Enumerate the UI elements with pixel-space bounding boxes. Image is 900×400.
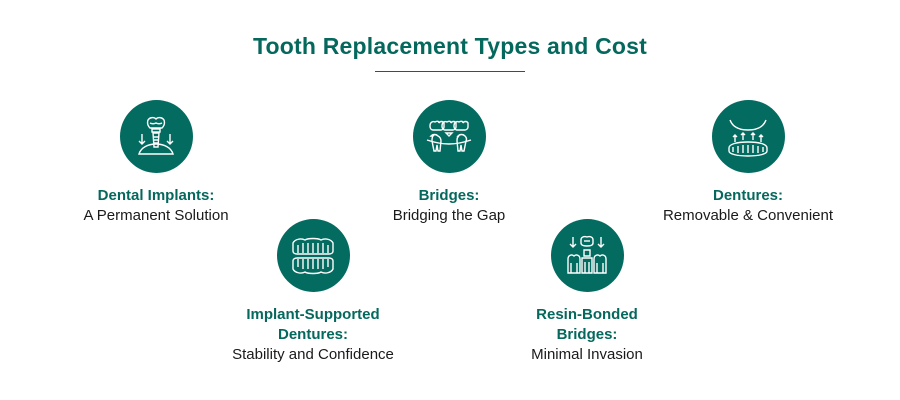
implant-dentures-icon [276,219,350,292]
item-subtitle: Bridging the Gap [392,207,506,224]
dental-implant-icon [119,100,193,173]
item-label-line: Bridges: [556,326,618,343]
item-dentures: Dentures: Removable & Convenient [618,100,878,226]
resin-bridge-icon [550,219,624,292]
item-label-line: Resin-Bonded [536,306,638,323]
item-label: Dentures: [712,187,783,204]
item-implant-supported-dentures: Implant-Supported Dentures: Stability an… [183,219,443,365]
item-subtitle: A Permanent Solution [83,207,229,224]
item-label: Resin-Bonded Bridges: [457,305,717,345]
item-resin-bonded-bridges: Resin-Bonded Bridges: Minimal Invasion [457,219,717,365]
item-subtitle: Minimal Invasion [531,346,643,363]
item-bridges: Bridges: Bridging the Gap [319,100,579,226]
item-label: Bridges: [418,187,480,204]
dental-bridge-icon [412,100,486,173]
page-title: Tooth Replacement Types and Cost [252,33,648,59]
item-label-line: Implant-Supported [246,306,380,323]
title-divider [375,71,525,72]
item-label-line: Dentures: [277,326,348,343]
item-label: Implant-Supported Dentures: [183,305,443,345]
item-subtitle: Stability and Confidence [232,346,394,363]
item-dental-implants: Dental Implants: A Permanent Solution [26,100,286,226]
item-subtitle: Removable & Convenient [662,207,834,224]
item-label: Dental Implants: [97,187,215,204]
dentures-icon [711,100,785,173]
